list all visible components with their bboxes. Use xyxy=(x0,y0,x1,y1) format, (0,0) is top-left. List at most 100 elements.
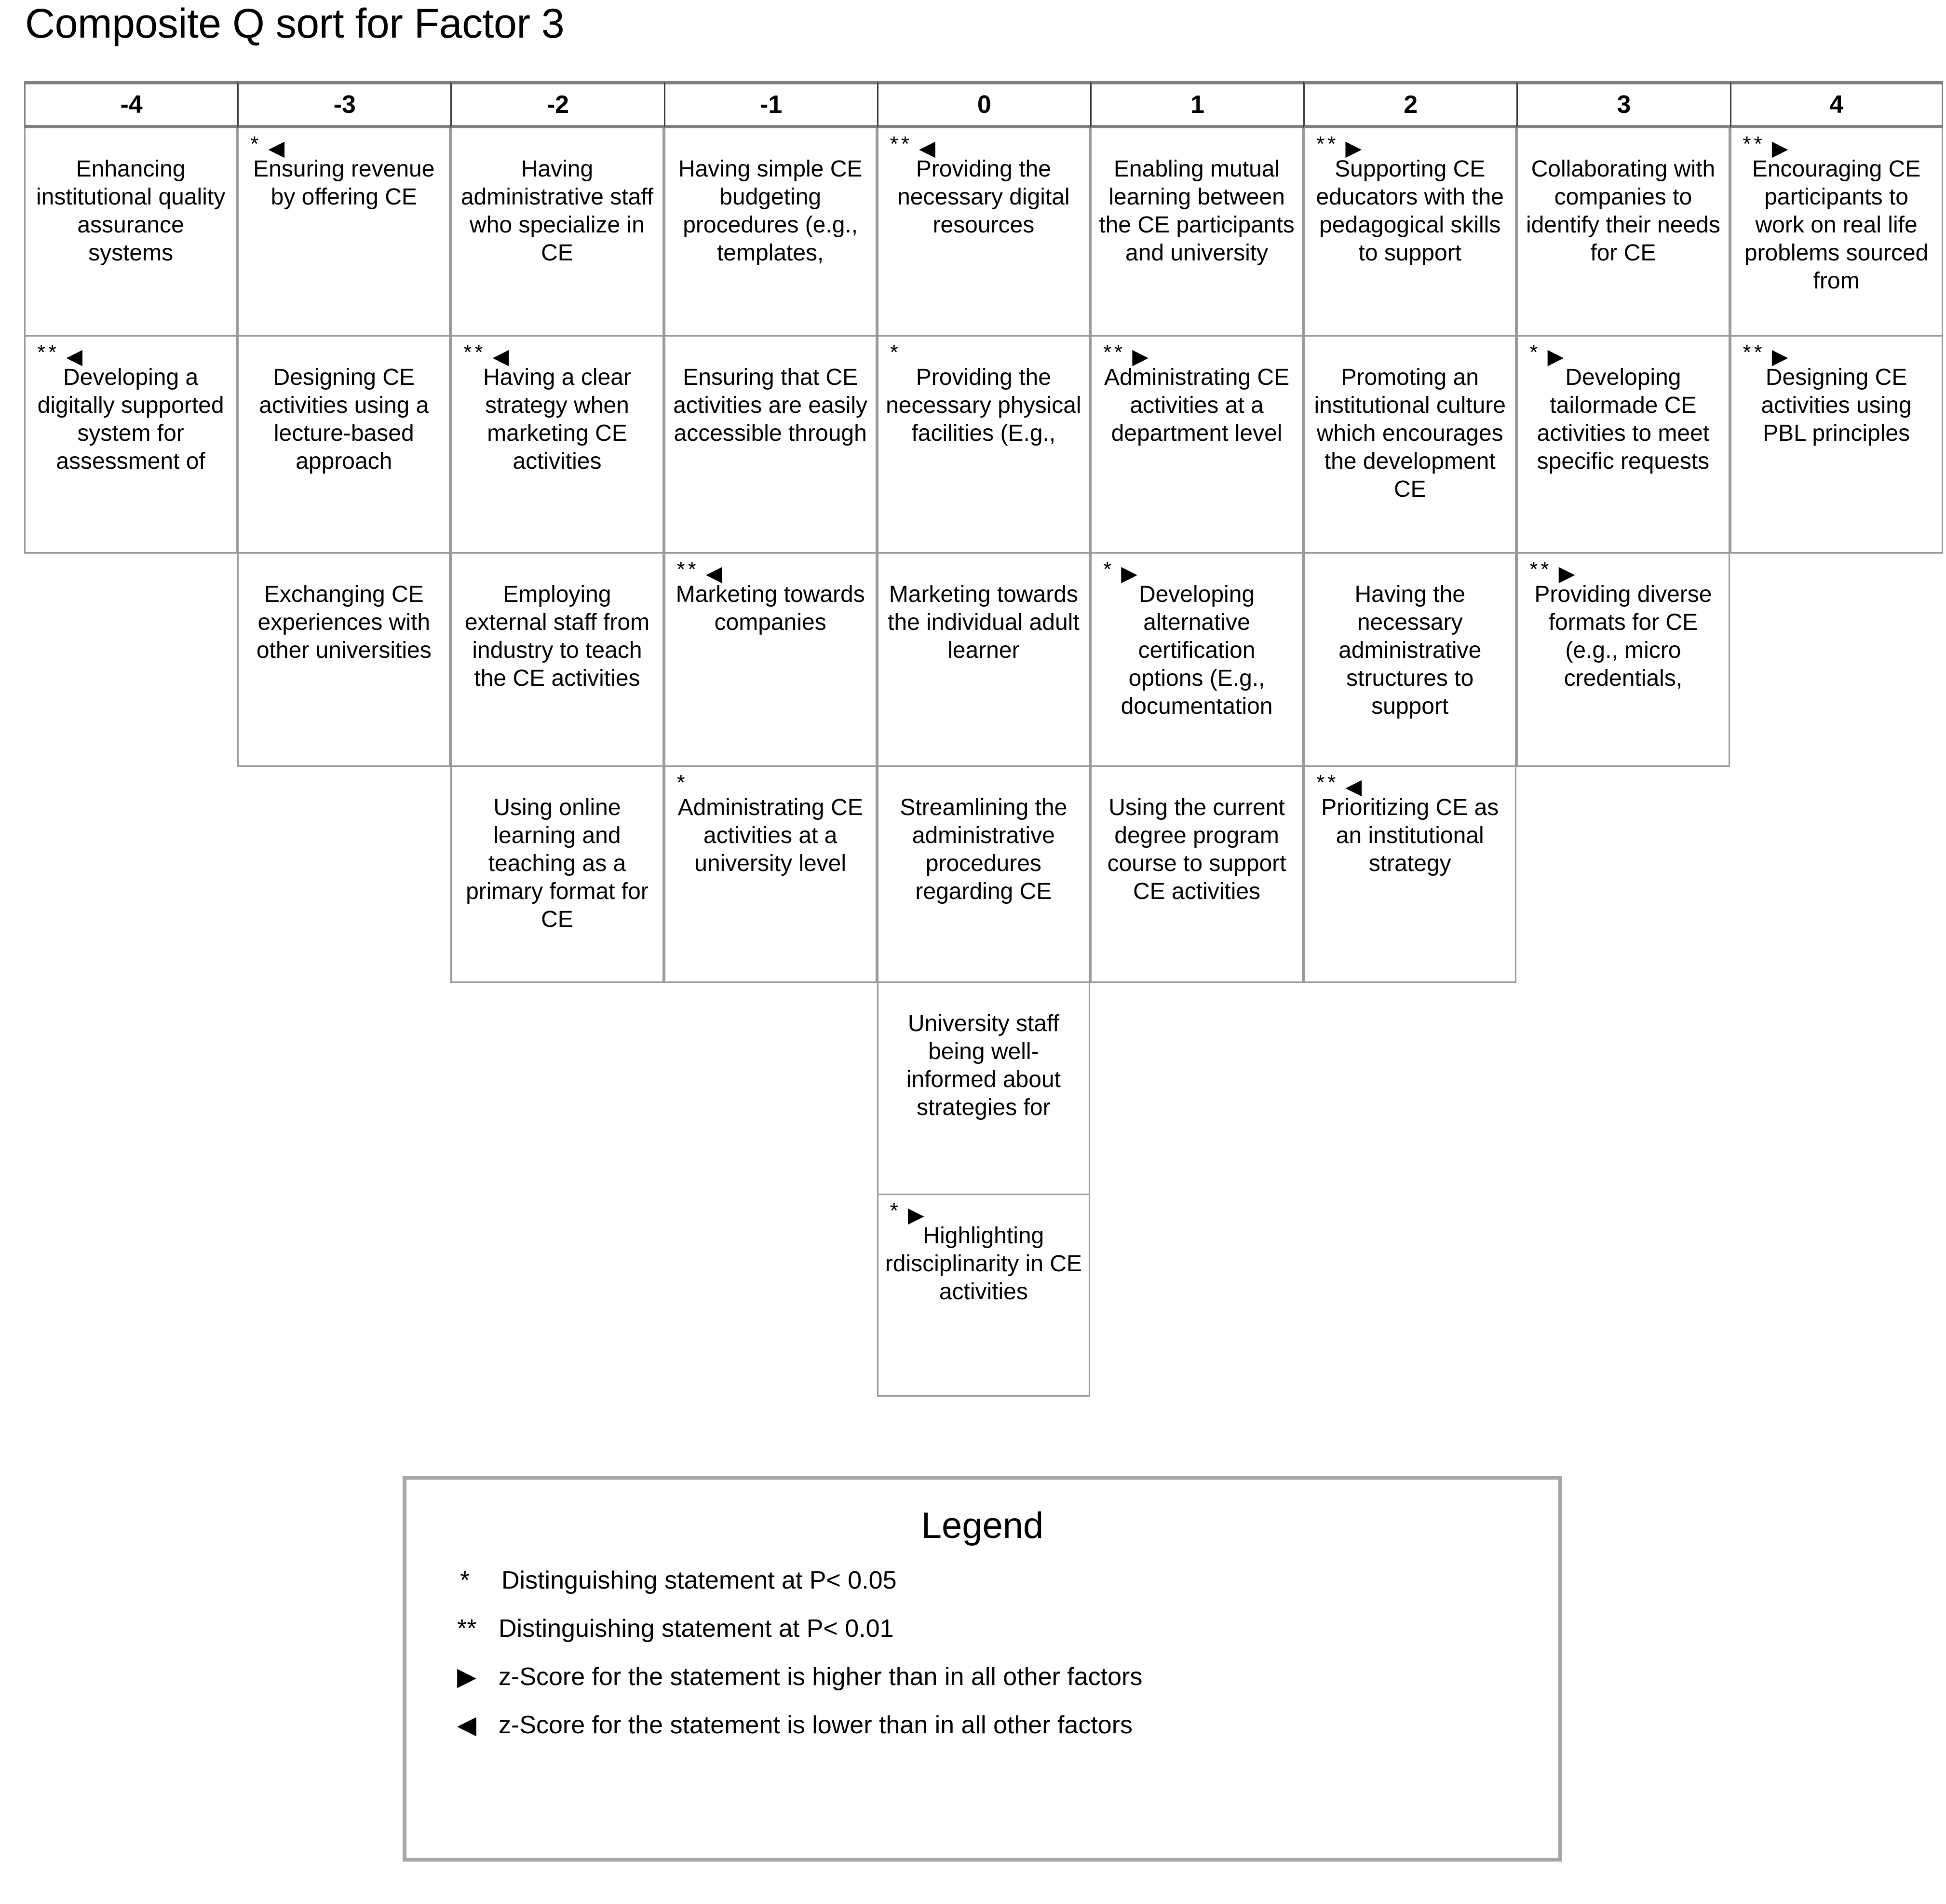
qsort-statement-text: Providing the necessary digital resource… xyxy=(897,156,1070,238)
qsort-cell[interactable]: **▶Administrating CE activities at a dep… xyxy=(1090,337,1304,554)
double-star-icon: ** xyxy=(457,1615,477,1643)
qsort-cell-empty xyxy=(237,767,450,983)
qsort-cell[interactable]: **▶Supporting CE educators with the peda… xyxy=(1303,128,1517,337)
qsort-cell-markers xyxy=(885,988,1082,1010)
qsort-cell[interactable]: Using online learning and teaching as a … xyxy=(450,767,664,983)
qsort-statement-text: Collaborating with companies to identify… xyxy=(1526,156,1720,266)
qsort-cell[interactable]: Using the current degree program course … xyxy=(1090,767,1304,983)
legend-entry: *Distinguishing statement at P< 0.05 xyxy=(457,1566,1558,1595)
qsort-cell[interactable]: Promoting an institutional culture which… xyxy=(1303,337,1517,554)
qsort-cell-empty xyxy=(664,983,877,1195)
legend-entry-label: z-Score for the statement is lower than … xyxy=(499,1711,1133,1739)
qsort-body-row: **◀Developing a digitally supported syst… xyxy=(24,337,1943,554)
qsort-cell-markers: * xyxy=(885,341,1082,364)
qsort-cell[interactable]: Exchanging CE experiences with other uni… xyxy=(237,554,451,767)
qsort-cell-markers xyxy=(1098,133,1295,155)
qsort-cell[interactable]: Marketing towards the individual adult l… xyxy=(877,554,1090,767)
qsort-cell[interactable]: Having simple CE budgeting procedures (e… xyxy=(663,128,877,337)
qsort-cell-markers: **▶ xyxy=(1525,558,1721,585)
qsort-cell[interactable]: **▶Encouraging CE participants to work o… xyxy=(1730,128,1943,337)
qsort-cell-markers xyxy=(885,772,1082,794)
legend-entry: ▶z-Score for the statement is higher tha… xyxy=(457,1662,1558,1691)
legend-entry: ◀z-Score for the statement is lower than… xyxy=(457,1711,1558,1740)
qsort-cell[interactable]: Enabling mutual learning between the CE … xyxy=(1090,128,1304,337)
zscore-higher-arrow-icon: ▶ xyxy=(1121,561,1137,585)
significance-stars: * xyxy=(676,771,688,794)
qsort-statement-text: Using online learning and teaching as a … xyxy=(466,795,649,933)
legend-title: Legend xyxy=(921,1505,1044,1546)
qsort-cell[interactable]: ** ◀Providing the necessary digital resou… xyxy=(877,128,1090,337)
qsort-cell-markers xyxy=(459,772,655,794)
qsort-cell-markers xyxy=(1098,772,1295,794)
qsort-cell-markers xyxy=(1311,558,1508,581)
qsort-cell[interactable]: **◀Developing a digitally supported syst… xyxy=(24,337,238,554)
legend-entry-label: Distinguishing statement at P< 0.05 xyxy=(501,1566,897,1594)
qsort-cell-empty xyxy=(1730,983,1943,1195)
qsort-cell[interactable]: *Providing the necessary physical facili… xyxy=(877,337,1090,554)
qsort-statement-text: Using the current degree program course … xyxy=(1107,795,1286,905)
qsort-cell[interactable]: University staff being well-informed abo… xyxy=(877,983,1090,1195)
qsort-cell[interactable]: Employing external staff from industry t… xyxy=(450,554,664,767)
significance-stars: ** xyxy=(1743,340,1765,364)
qsort-cell-markers: **◀ xyxy=(32,341,229,368)
qsort-statement-text: Having a clear strategy when marketing C… xyxy=(483,365,631,475)
qsort-cell[interactable]: **◀Marketing towards companies xyxy=(663,554,877,767)
qsort-cell-markers: * xyxy=(672,772,869,794)
qsort-cell-empty xyxy=(1516,983,1730,1195)
qsort-cell[interactable]: Streamlining the administrative procedur… xyxy=(877,767,1090,983)
qsort-cell-empty xyxy=(237,1195,450,1397)
qsort-cell-markers xyxy=(245,558,442,581)
qsort-body-row: Enhancing institutional quality assuranc… xyxy=(24,128,1943,337)
qsort-cell-markers xyxy=(32,133,229,155)
qsort-cell[interactable]: *▶Highlighting rdisciplinarity in CE act… xyxy=(877,1195,1090,1397)
qsort-statement-text: Having the necessary administrative stru… xyxy=(1338,582,1482,720)
qsort-column-header: 4 xyxy=(1730,81,1943,128)
qsort-statement-text: Exchanging CE experiences with other uni… xyxy=(256,582,432,664)
qsort-cell-empty xyxy=(450,1195,663,1397)
qsort-cell-markers xyxy=(672,133,869,155)
qsort-cell[interactable]: *Administrating CE activities at a unive… xyxy=(663,767,877,983)
zscore-lower-arrow-icon: ◀ xyxy=(919,136,935,160)
qsort-cell[interactable]: Enhancing institutional quality assuranc… xyxy=(24,128,238,337)
qsort-statement-text: Prioritizing CE as an institutional stra… xyxy=(1321,795,1499,877)
qsort-cell[interactable]: Collaborating with companies to identify… xyxy=(1516,128,1730,337)
qsort-cell[interactable]: **◀Having a clear strategy when marketin… xyxy=(450,337,664,554)
qsort-cell[interactable]: Having administrative staff who speciali… xyxy=(450,128,664,337)
qsort-cell[interactable]: *◀Ensuring revenue by offering CE xyxy=(237,128,451,337)
qsort-cell[interactable]: Having the necessary administrative stru… xyxy=(1303,554,1517,767)
qsort-statement-text: Promoting an institutional culture which… xyxy=(1314,365,1506,503)
zscore-higher-arrow-icon: ▶ xyxy=(1771,136,1788,160)
qsort-cell[interactable]: **▶Designing CE activities using PBL pri… xyxy=(1730,337,1943,554)
significance-stars: ** xyxy=(890,132,912,156)
significance-stars: ** xyxy=(1529,558,1552,581)
qsort-statement-text: Having administrative staff who speciali… xyxy=(460,156,654,266)
significance-stars: ** xyxy=(1743,132,1765,156)
qsort-cell[interactable]: *▶Developing tailormade CE activities to… xyxy=(1516,337,1730,554)
qsort-cell-empty xyxy=(237,983,450,1195)
significance-stars: ** xyxy=(676,558,699,581)
qsort-cell[interactable]: Ensuring that CE activities are easily a… xyxy=(663,337,877,554)
qsort-cell-empty xyxy=(24,1195,237,1397)
qsort-cell-empty xyxy=(1090,1195,1303,1397)
qsort-cell[interactable]: *▶Developing alternative certification o… xyxy=(1090,554,1304,767)
significance-stars: ** xyxy=(463,340,486,364)
qsort-statement-text: Highlighting rdisciplinarity in CE activ… xyxy=(885,1223,1082,1305)
qsort-statement-text: Enhancing institutional quality assuranc… xyxy=(36,156,226,266)
qsort-cell-markers xyxy=(672,341,869,364)
qsort-statement-text: Providing the necessary physical facilit… xyxy=(886,365,1081,447)
legend-entries: *Distinguishing statement at P< 0.05 ** Di… xyxy=(406,1566,1558,1740)
qsort-cell-markers: **▶ xyxy=(1311,133,1508,160)
significance-stars: ** xyxy=(1103,340,1126,364)
qsort-statement-text: Marketing towards the individual adult l… xyxy=(888,582,1080,664)
significance-stars: ** xyxy=(1316,771,1339,794)
qsort-cell[interactable]: **▶Providing diverse formats for CE (e.g… xyxy=(1516,554,1730,767)
qsort-body-row: University staff being well-informed abo… xyxy=(24,983,1943,1195)
qsort-statement-text: Developing alternative certification opt… xyxy=(1121,582,1273,720)
zscore-higher-arrow-icon: ▶ xyxy=(457,1663,476,1691)
qsort-cell-empty xyxy=(1730,554,1943,767)
qsort-cell[interactable]: Designing CE activities using a lecture-… xyxy=(237,337,451,554)
qsort-column-header: 2 xyxy=(1303,81,1517,128)
qsort-cell[interactable]: **◀Prioritizing CE as an institutional s… xyxy=(1303,767,1517,983)
